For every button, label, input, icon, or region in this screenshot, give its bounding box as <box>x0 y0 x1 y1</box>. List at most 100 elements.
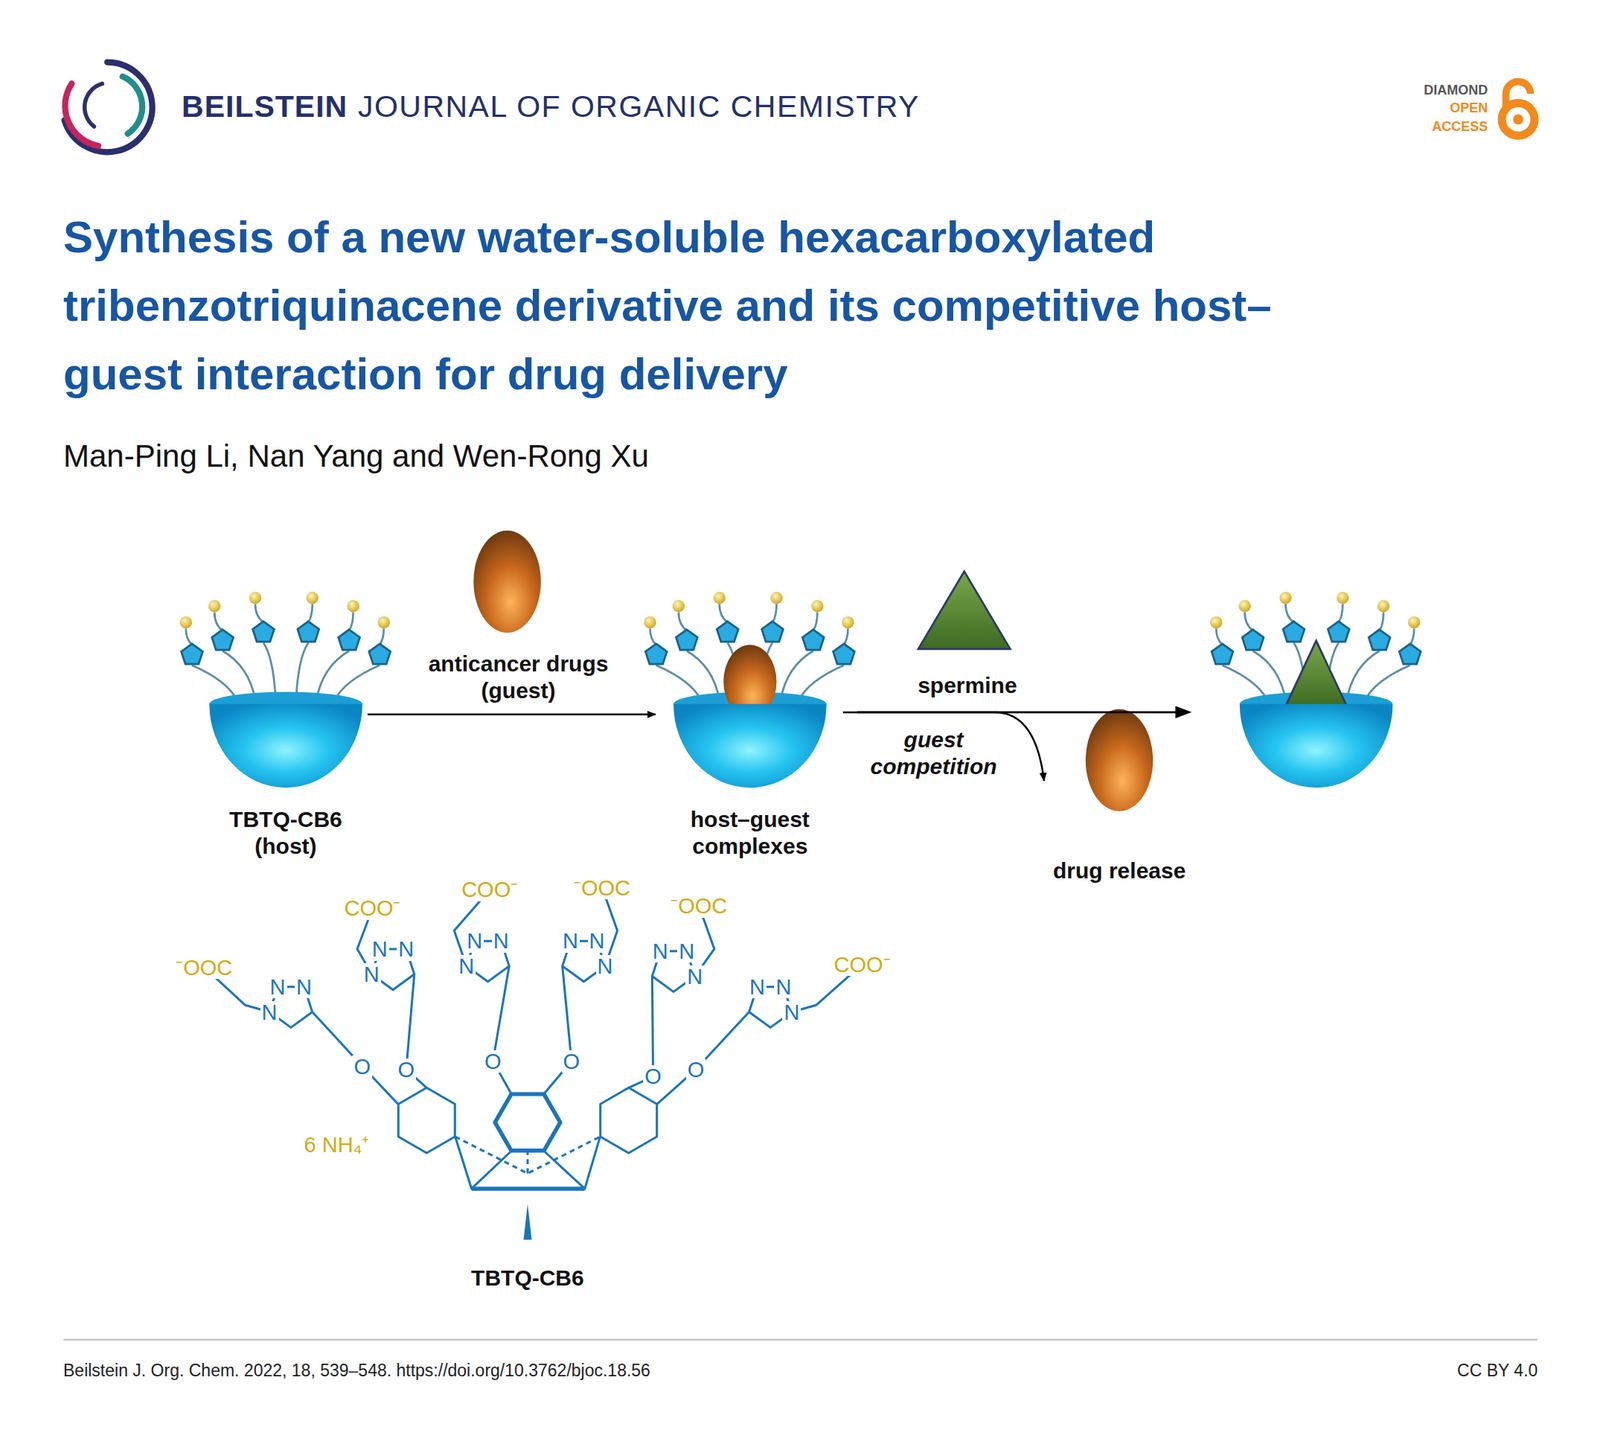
triazole-pentagon <box>802 629 824 650</box>
carboxylate-ball <box>1238 599 1251 612</box>
carboxylate-ball <box>712 591 725 604</box>
linker-arm <box>1216 628 1222 645</box>
atom-label: N <box>465 929 484 952</box>
reaction-arrow <box>367 713 656 716</box>
atom-label: N <box>268 975 288 998</box>
linker-arm <box>1338 604 1343 623</box>
benzene-ring <box>398 1087 455 1153</box>
license: CC BY 4.0 <box>1457 1360 1538 1382</box>
badge-text: DIAMOND <box>1423 83 1488 97</box>
carboxylate-ball <box>1408 616 1420 629</box>
triazole-pentagon <box>1282 621 1305 642</box>
carboxylate-ball <box>643 616 656 629</box>
carboxylate-ball <box>180 616 192 629</box>
triazole-pentagon <box>1399 643 1421 664</box>
triazole-pentagon <box>369 643 391 664</box>
article-title: Synthesis of a new water-soluble hexacar… <box>63 203 1374 409</box>
atom-label: N <box>260 1000 280 1024</box>
atom-label: N <box>294 975 314 998</box>
triazole-pentagon <box>1327 621 1350 642</box>
reagent-label: spermine <box>917 672 1017 699</box>
bond <box>526 1150 529 1173</box>
linker-arm <box>843 628 848 645</box>
carboxylate-ball <box>249 591 262 604</box>
triazole-pentagon <box>833 643 856 664</box>
linker-arm <box>349 611 353 631</box>
open-access-icon <box>1501 81 1535 137</box>
linker-arm <box>799 665 844 701</box>
drug-capsule <box>1085 709 1153 812</box>
carboxylate-ball <box>1210 616 1222 629</box>
author-list: Man-Ping Li, Nan Yang and Wen-Rong Xu <box>63 437 649 475</box>
arrow-label: anticancer drugs (guest) <box>407 650 631 704</box>
linker-arm <box>772 604 777 623</box>
carboxylate-label: COO⁻ <box>832 953 893 976</box>
triazole-pentagon <box>1368 629 1391 650</box>
carboxylate-ball <box>672 599 685 612</box>
bowls <box>180 591 1422 788</box>
arrow-head <box>1175 706 1192 719</box>
bowl-body <box>673 704 827 788</box>
atom-label: N <box>773 975 793 998</box>
atom-label: N <box>782 1000 801 1024</box>
oa-ring <box>1501 102 1535 136</box>
carboxylate-ball <box>208 599 221 612</box>
bond <box>657 1012 749 1105</box>
linker-arm <box>649 628 656 645</box>
carboxylate-ball <box>841 616 854 629</box>
linker-arm <box>379 628 384 645</box>
oa-dot <box>1512 114 1524 126</box>
linker-arm <box>296 642 309 701</box>
chemical-structure <box>203 887 862 1240</box>
bond <box>455 1136 601 1173</box>
atom-label: O <box>686 1058 707 1081</box>
atom-label: N <box>677 939 696 963</box>
bond <box>492 965 512 1094</box>
logo-arc <box>64 83 98 146</box>
linker-arm <box>780 651 814 701</box>
reaction-arrow <box>843 712 1045 781</box>
methyl-wedge <box>523 1204 533 1240</box>
carboxylate-ball <box>346 599 359 612</box>
linker-arm <box>686 651 720 701</box>
linker-arm <box>813 611 818 631</box>
linker-arm <box>1285 604 1294 623</box>
bowl-body <box>209 704 363 788</box>
atom-label: O <box>352 1055 373 1078</box>
atom-label: N <box>491 929 511 952</box>
spermine-triangle <box>918 571 1010 649</box>
atom-label: N <box>370 937 390 960</box>
logo-arc <box>122 76 143 134</box>
atom-label: N <box>456 954 476 978</box>
linker-arm <box>192 665 237 701</box>
citation: Beilstein J. Org. Chem. 2022, 18, 539–54… <box>63 1360 651 1382</box>
linker-arm <box>1410 628 1414 645</box>
bond <box>312 1012 399 1105</box>
linker-arm <box>1379 611 1384 631</box>
atom-label: N <box>651 939 670 963</box>
carboxylate-label: ⁻OOC <box>669 894 729 917</box>
linker-arm <box>334 665 380 701</box>
triazole-pentagon <box>338 629 361 650</box>
triazole-pentagon <box>675 629 698 650</box>
carboxylate-label: ⁻OOC <box>174 956 234 979</box>
node-label: drug release <box>1053 857 1186 885</box>
linker-arm <box>255 604 264 623</box>
atom-label: O <box>482 1050 504 1073</box>
linker-arm <box>316 651 350 701</box>
carboxylate-label: ⁻OOC <box>572 876 632 899</box>
linker-arm <box>719 604 728 623</box>
benzene-ring <box>600 1087 658 1153</box>
triazole-pentagon <box>212 629 234 650</box>
linker-arm <box>263 642 276 701</box>
bowl-body <box>1239 704 1394 788</box>
linker-arm <box>186 628 192 645</box>
badge-text: OPEN <box>1449 101 1488 115</box>
carboxylate-ball <box>811 599 824 612</box>
triazole-pentagon <box>645 643 667 664</box>
linker-arm <box>1346 651 1380 701</box>
triazole-pentagon <box>716 621 739 642</box>
logo-arc <box>84 83 103 127</box>
drug-capsule <box>473 530 541 633</box>
badge-text: ACCESS <box>1431 119 1488 134</box>
